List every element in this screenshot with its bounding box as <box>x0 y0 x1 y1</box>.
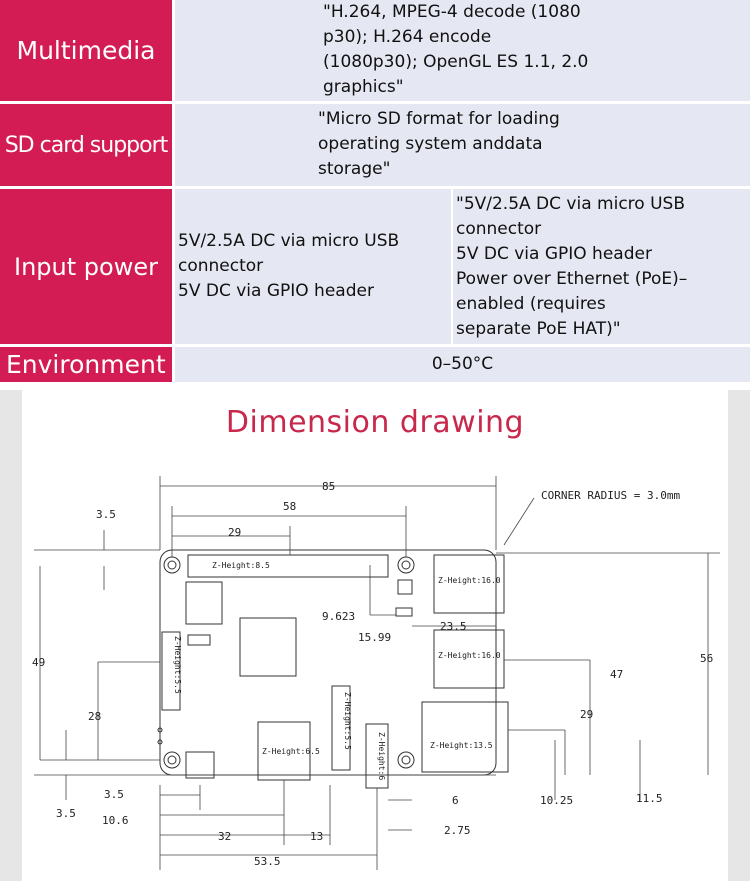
usb-port-2 <box>433 629 505 689</box>
usb-port-1 <box>433 554 505 614</box>
spec-value: "H.264, MPEG-4 decode (1080 p30); H.264 … <box>175 0 750 101</box>
dim-29-r: 29 <box>580 708 593 721</box>
ethernet-port <box>421 701 509 773</box>
display-connector <box>161 631 181 711</box>
spec-row-sd-card: SD card support "Micro SD format for loa… <box>0 104 750 186</box>
spec-table: Multimedia "H.264, MPEG-4 decode (1080 p… <box>0 0 750 390</box>
spec-value-text: 5V/2.5A DC via micro USB connector 5V DC… <box>178 231 400 301</box>
power-connector <box>185 751 215 779</box>
mount-hole <box>163 751 181 769</box>
spec-value: "Micro SD format for loading operating s… <box>175 104 750 186</box>
spec-value-text: 0–50°C <box>431 354 494 374</box>
dim-13: 13 <box>310 830 323 843</box>
dim-3-5-top: 3.5 <box>96 508 116 521</box>
small-chip <box>395 607 413 617</box>
camera-connector <box>331 685 351 771</box>
spec-value: 0–50°C <box>175 347 750 382</box>
spec-value-text: "5V/2.5A DC via micro USB connector 5V D… <box>456 194 688 339</box>
dim-32: 32 <box>218 830 231 843</box>
zheight-usb1: Z-Height:16.0 <box>438 576 501 585</box>
spec-label: Input power <box>0 189 172 344</box>
dim-47: 47 <box>610 668 623 681</box>
dim-11-5: 11.5 <box>636 792 663 805</box>
dim-10-25: 10.25 <box>540 794 573 807</box>
dim-49: 49 <box>32 656 45 669</box>
dim-2-75: 2.75 <box>444 824 471 837</box>
drawing-canvas <box>22 390 728 881</box>
spec-value-text: "Micro SD format for loading operating s… <box>318 109 560 179</box>
dim-6: 6 <box>452 794 459 807</box>
zheight-hdmi: Z-Height:6.5 <box>262 747 320 756</box>
zheight-gpio: Z-Height:8.5 <box>212 561 270 570</box>
small-chip <box>397 579 413 595</box>
spec-row-input-power: Input power 5V/2.5A DC via micro USB con… <box>0 189 750 344</box>
dim-9-623: 9.623 <box>322 610 355 623</box>
dim-28: 28 <box>88 710 101 723</box>
dimension-drawing: Z-Height:8.5 Z-Height:16.0 Z-Height:16.0… <box>32 476 720 870</box>
dim-58: 58 <box>283 500 296 513</box>
wireless-module <box>185 581 223 625</box>
zheight-cam: Z-Height:5.5 <box>343 692 352 750</box>
spec-label: Multimedia <box>0 0 172 101</box>
mount-hole <box>397 556 415 574</box>
dim-85: 85 <box>322 480 335 493</box>
zheight-usb2: Z-Height:16.0 <box>438 651 501 660</box>
dim-56: 56 <box>700 652 713 665</box>
spec-row-environment: Environment 0–50°C <box>0 347 750 382</box>
zheight-audio: Z-Height:6 <box>377 732 386 780</box>
drawing-title: Dimension drawing <box>225 405 525 440</box>
zheight-eth: Z-Height:13.5 <box>430 741 493 750</box>
gpio-header <box>187 554 389 578</box>
mount-hole <box>397 751 415 769</box>
dim-29: 29 <box>228 526 241 539</box>
spec-value-text: "H.264, MPEG-4 decode (1080 p30); H.264 … <box>323 2 589 97</box>
dim-3-5-b: 3.5 <box>56 807 76 820</box>
dim-53-5: 53.5 <box>254 855 281 868</box>
drawing-frame <box>0 390 750 881</box>
zheight-disp: Z-Height:5.5 <box>173 636 182 694</box>
corner-radius-note: CORNER RADIUS = 3.0mm <box>541 489 680 502</box>
dim-3-5-bl: 3.5 <box>104 788 124 801</box>
spec-row-multimedia: Multimedia "H.264, MPEG-4 decode (1080 p… <box>0 0 750 101</box>
soc-chip <box>239 617 297 677</box>
spec-label: SD card support <box>0 104 172 186</box>
dim-23-5: 23.5 <box>440 620 467 633</box>
spec-value-a: 5V/2.5A DC via micro USB connector 5V DC… <box>175 189 451 344</box>
dim-10-6: 10.6 <box>102 814 129 827</box>
mount-hole <box>163 556 181 574</box>
dim-15-99: 15.99 <box>358 631 391 644</box>
spec-label: Environment <box>0 347 172 382</box>
small-chip <box>187 634 211 646</box>
spec-value-b: "5V/2.5A DC via micro USB connector 5V D… <box>453 189 750 344</box>
